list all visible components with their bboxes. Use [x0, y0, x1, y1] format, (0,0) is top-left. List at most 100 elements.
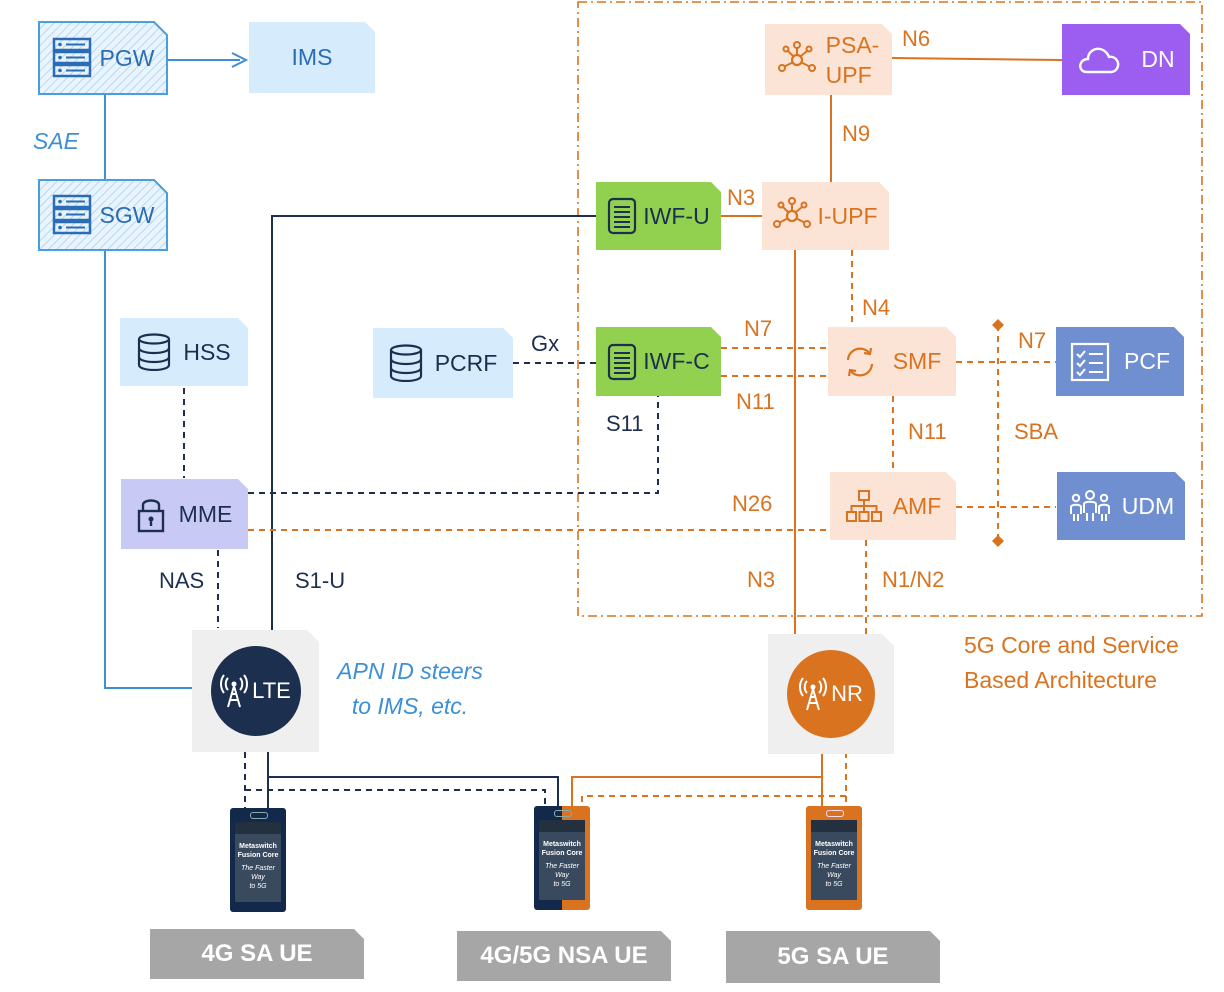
pgw-label: PGW — [99, 44, 155, 71]
udm-node[interactable]: UDM — [1057, 472, 1185, 540]
nr-circle: NR — [787, 650, 875, 738]
sgw-node[interactable]: SGW — [39, 180, 167, 250]
cloud-icon — [1077, 45, 1121, 75]
network-hub-icon — [773, 197, 811, 235]
server-icon — [52, 37, 92, 79]
s11-label: S11 — [606, 411, 644, 436]
core-note-line2: Based Architecture — [964, 667, 1158, 693]
n6-label: N6 — [902, 26, 931, 51]
phone-screen-line4: to 5G — [553, 881, 571, 888]
apn-note-line1: APN ID steers — [337, 658, 483, 684]
smf-label: SMF — [892, 348, 942, 374]
iwf-u-label: IWF-U — [643, 202, 710, 229]
refresh-cycle-icon — [843, 345, 877, 379]
core-note-line1: 5G Core and Service — [964, 632, 1179, 658]
pcrf-node[interactable]: PCRF — [373, 328, 513, 398]
amf-label: AMF — [892, 492, 942, 519]
n3-top-label: N3 — [727, 185, 756, 210]
gx-label: Gx — [531, 331, 560, 356]
pcf-label: PCF — [1124, 348, 1170, 374]
lte-circle: LTE — [211, 646, 301, 736]
phone-screen-line1: Metaswitch — [543, 841, 581, 848]
core-note: 5G Core and Service Based Architecture — [964, 628, 1179, 698]
apn-note-line2: to IMS, etc. — [351, 693, 469, 719]
ims-node[interactable]: IMS — [249, 22, 375, 93]
phone-screen-line2: Fusion Core — [541, 850, 583, 857]
n7-left-label: N7 — [744, 316, 773, 341]
lte-nsa-solid — [268, 776, 559, 806]
cell-tower-icon — [799, 677, 827, 711]
phone-speaker — [250, 812, 268, 819]
i-upf-node[interactable]: I-UPF — [762, 182, 889, 250]
ue-5g-phone[interactable]: Metaswitch Fusion Core The Faster Way to… — [806, 806, 862, 910]
server-icon — [52, 194, 92, 236]
pgw-ims-arrowhead — [231, 52, 249, 68]
sae-label: SAE — [33, 128, 80, 154]
n26-label: N26 — [732, 491, 773, 516]
phone-screen-line4: to 5G — [825, 881, 843, 888]
sba-bus-top-diamond — [992, 319, 1004, 331]
phone-speaker — [826, 810, 844, 817]
hierarchy-icon — [845, 489, 883, 523]
ue-4g-phone[interactable]: Metaswitch Fusion Core The Faster Way to… — [230, 808, 286, 912]
psa-upf-node[interactable]: PSA- UPF — [765, 24, 892, 95]
database-icon — [389, 344, 423, 382]
dn-label: DN — [1141, 46, 1175, 72]
lte-enb-node[interactable]: LTE — [192, 630, 319, 752]
phone-screen-line1: Metaswitch — [239, 843, 277, 850]
iwf-c-label: IWF-C — [643, 348, 710, 374]
pcf-node[interactable]: PCF — [1056, 327, 1184, 396]
psa-upf-label: PSA- UPF — [826, 30, 880, 90]
apn-note: APN ID steers to IMS, etc. — [330, 654, 490, 724]
dn-node[interactable]: DN — [1062, 24, 1190, 95]
phone-screen-line3: The Faster Way — [817, 863, 851, 879]
i-upf-label: I-UPF — [817, 202, 878, 229]
n9-label: N9 — [842, 121, 871, 146]
n1n2-label: N1/N2 — [882, 567, 945, 592]
nr-label: NR — [831, 681, 863, 706]
interworking-function-icon — [607, 343, 637, 381]
sba-bus-bottom-diamond — [992, 535, 1004, 547]
n11-mid-label: N11 — [908, 419, 947, 444]
lock-icon — [137, 495, 165, 533]
ue-nsa-phone[interactable]: Metaswitch Fusion Core The Faster Way to… — [534, 806, 590, 910]
sgw-label: SGW — [99, 201, 155, 228]
iwf-c-node[interactable]: IWF-C — [596, 327, 721, 396]
n3-bottom-label: N3 — [747, 567, 776, 592]
phone-screen-line2: Fusion Core — [237, 852, 279, 859]
phone-screen: Metaswitch Fusion Core The Faster Way to… — [811, 820, 857, 900]
psa-upf-label-line1: PSA- — [825, 31, 880, 58]
5g-core-boundary — [577, 1, 1203, 617]
nr-gnb-node[interactable]: NR — [768, 634, 894, 754]
phone-screen: Metaswitch Fusion Core The Faster Way to… — [539, 820, 585, 900]
smf-node[interactable]: SMF — [828, 327, 956, 396]
amf-node[interactable]: AMF — [830, 472, 956, 540]
iwf-u-node[interactable]: IWF-U — [596, 182, 721, 250]
sgw-lte-link — [104, 250, 192, 689]
pcrf-label: PCRF — [434, 349, 498, 376]
pgw-node[interactable]: PGW — [39, 22, 167, 94]
n6-link — [891, 57, 1063, 61]
n4-label: N4 — [862, 295, 891, 320]
phone-screen-line4: to 5G — [249, 883, 267, 890]
ue-4g-sa-label: 4G SA UE — [150, 929, 364, 979]
s11-link — [248, 396, 659, 494]
sba-label: SBA — [1014, 419, 1059, 444]
mme-label: MME — [178, 500, 233, 527]
lte-nsa-dashed — [245, 789, 546, 806]
phone-speaker — [554, 810, 572, 817]
ue-5g-sa-label: 5G SA UE — [726, 931, 940, 983]
nr-nsa-solid — [571, 776, 822, 806]
phone-screen: Metaswitch Fusion Core The Faster Way to… — [235, 822, 281, 902]
users-group-icon — [1068, 489, 1112, 523]
mme-node[interactable]: MME — [121, 479, 248, 549]
phone-screen-line1: Metaswitch — [815, 841, 853, 848]
nr-nsa-dashed — [581, 795, 846, 806]
phone-screen-line3: The Faster Way — [545, 863, 579, 879]
lte-label: LTE — [252, 678, 291, 703]
cell-tower-icon — [220, 674, 248, 708]
phone-screen-line2: Fusion Core — [813, 850, 855, 857]
database-icon — [137, 333, 171, 371]
hss-node[interactable]: HSS — [120, 318, 248, 386]
phone-screen-line3: The Faster Way — [241, 865, 275, 881]
